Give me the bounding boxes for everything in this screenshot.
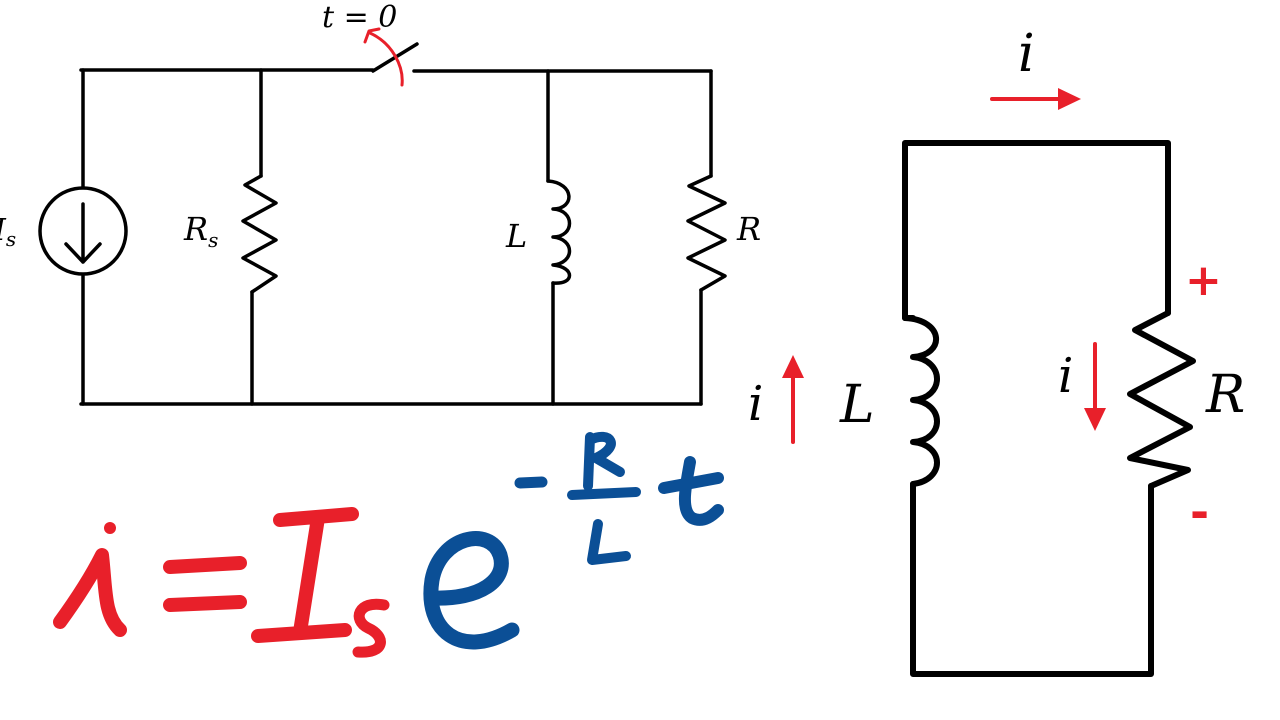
rs-branch-wire — [250, 68, 263, 406]
right-circuit: i i L i R + - — [748, 24, 1245, 677]
down-arrow-icon — [64, 202, 102, 264]
equation-source: Is — [251, 507, 390, 658]
left-current-arrowhead — [782, 355, 804, 378]
minus-sign: - — [1190, 485, 1209, 539]
switch-arc-arrow-icon — [363, 27, 404, 87]
right-resistor-label: R — [1205, 365, 1245, 425]
plus-sign: + — [1185, 255, 1222, 306]
equation-exponent: - R L t — [514, 431, 724, 565]
r-branch-wire — [699, 69, 713, 406]
inductor-branch-wire — [546, 69, 555, 406]
rs-label: Rs — [183, 210, 218, 252]
rs-resistor — [241, 174, 278, 294]
right-resistor — [1127, 310, 1196, 489]
equation-equals: = — [163, 556, 247, 612]
top-current-arrowhead — [1058, 88, 1081, 110]
left-resistor-label: R — [736, 210, 761, 248]
left-resistor — [686, 174, 727, 292]
right-current-arrowhead — [1084, 408, 1106, 431]
equation-lhs: i — [53, 522, 127, 637]
switch-label: t = 0 — [322, 0, 397, 35]
right-inductor-label: L — [839, 375, 875, 435]
equation-exponential: e — [423, 531, 520, 650]
equation: i = Is e - R L t — [53, 431, 724, 658]
top-current-label: i — [1018, 24, 1035, 84]
left-circuit: t = 0 Is Rs L R — [0, 0, 761, 406]
left-inductor — [546, 179, 572, 285]
left-current-label: i — [748, 376, 763, 432]
left-inductor-label: L — [505, 217, 527, 255]
source-label: Is — [0, 213, 16, 251]
right-inductor — [902, 315, 940, 487]
right-current-label: i — [1058, 348, 1073, 404]
right-loop-wire — [902, 140, 1171, 677]
